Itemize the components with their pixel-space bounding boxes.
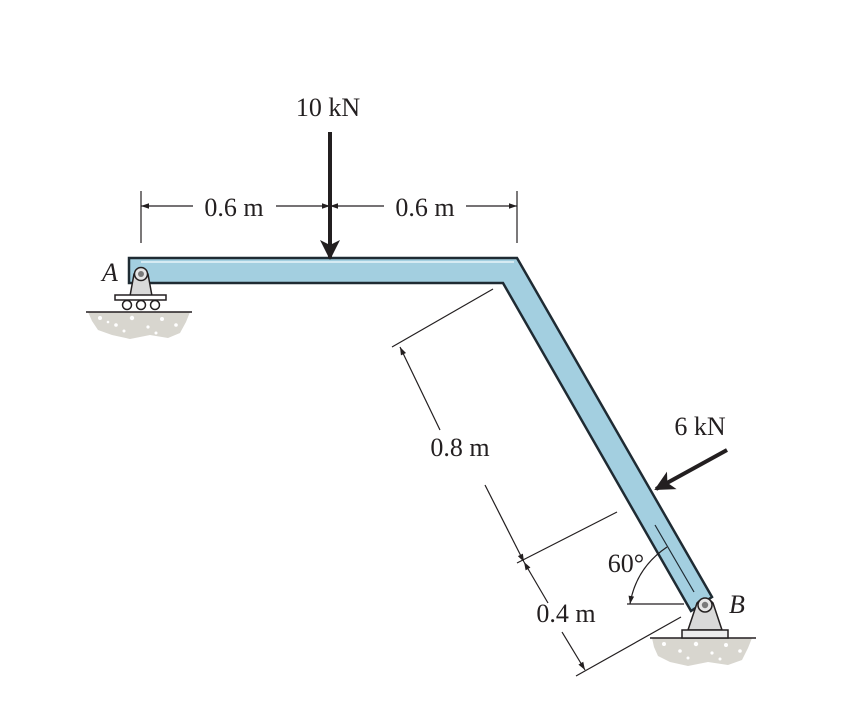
load-vertical-label: 10 kN: [296, 93, 361, 122]
angle-indicator: [627, 546, 684, 605]
load-arrow-inclined: [654, 448, 728, 491]
dim-right-span: 0.6 m: [395, 193, 454, 222]
ground-a: [86, 311, 192, 339]
angle-label: 60°: [608, 549, 644, 578]
ground-b: [650, 637, 756, 666]
dim-inclined-upper: 0.8 m: [430, 433, 489, 462]
frame-member: [127, 256, 714, 613]
support-label-b: B: [729, 590, 745, 619]
inclined-dimension: [391, 288, 682, 677]
member-inner-line: [654, 524, 695, 593]
roller-support-a: [114, 266, 167, 311]
load-inclined-label: 6 kN: [674, 412, 726, 441]
dim-left-span: 0.6 m: [204, 193, 263, 222]
dim-inclined-lower: 0.4 m: [536, 599, 595, 628]
support-label-a: A: [100, 258, 118, 287]
pin-support-b: [681, 597, 729, 639]
